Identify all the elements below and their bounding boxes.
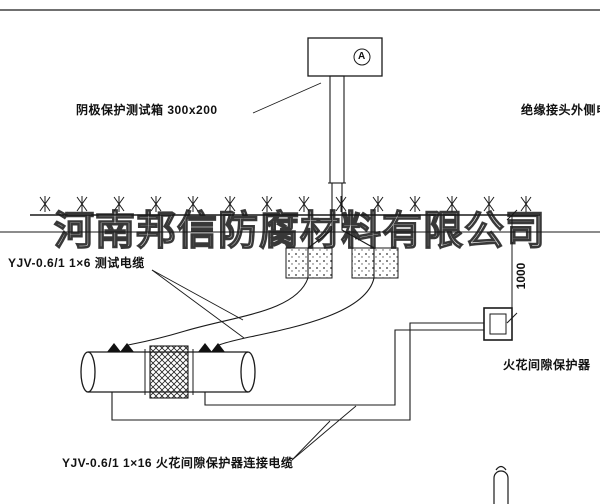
pipeline — [80, 345, 256, 399]
leader-lines — [151, 82, 357, 461]
outer-cable-label: 绝缘接头外侧电缆 — [521, 103, 600, 117]
test-cable-label: YJV-0.6/1 1×6 测试电缆 — [8, 256, 145, 270]
pipe-left-end — [80, 351, 96, 393]
protector-cables — [111, 322, 484, 421]
test-cable-leader-2 — [151, 269, 245, 339]
spark-gap-protector-label: 火花间隙保护器 — [503, 358, 591, 372]
test-box-label: 阴极保护测试箱 300x200 — [76, 103, 218, 117]
test-cable-curves — [127, 277, 375, 346]
cable-protection-blocks — [285, 247, 399, 279]
test-cable-leader-1 — [151, 269, 244, 321]
spark-gap-protector — [483, 307, 513, 341]
test-box — [307, 37, 383, 77]
connection-cable-leader-1 — [291, 420, 331, 461]
insulating-joint — [149, 345, 189, 399]
dimension-line — [506, 209, 518, 324]
ground-hatch-symbols — [39, 195, 532, 213]
connection-cable-label: YJV-0.6/1 1×16 火花间隙保护器连接电缆 — [62, 456, 294, 470]
ammeter-circle — [353, 48, 371, 66]
cable-connection-points — [107, 343, 225, 352]
pipe-right-end — [240, 351, 256, 393]
pipe-riser-symbol — [493, 465, 509, 504]
ammeter-letter: A — [358, 51, 366, 62]
dimension-text: 1000 — [514, 262, 528, 290]
connection-cable-leader-2 — [291, 405, 357, 461]
test-box-leader — [252, 82, 322, 114]
